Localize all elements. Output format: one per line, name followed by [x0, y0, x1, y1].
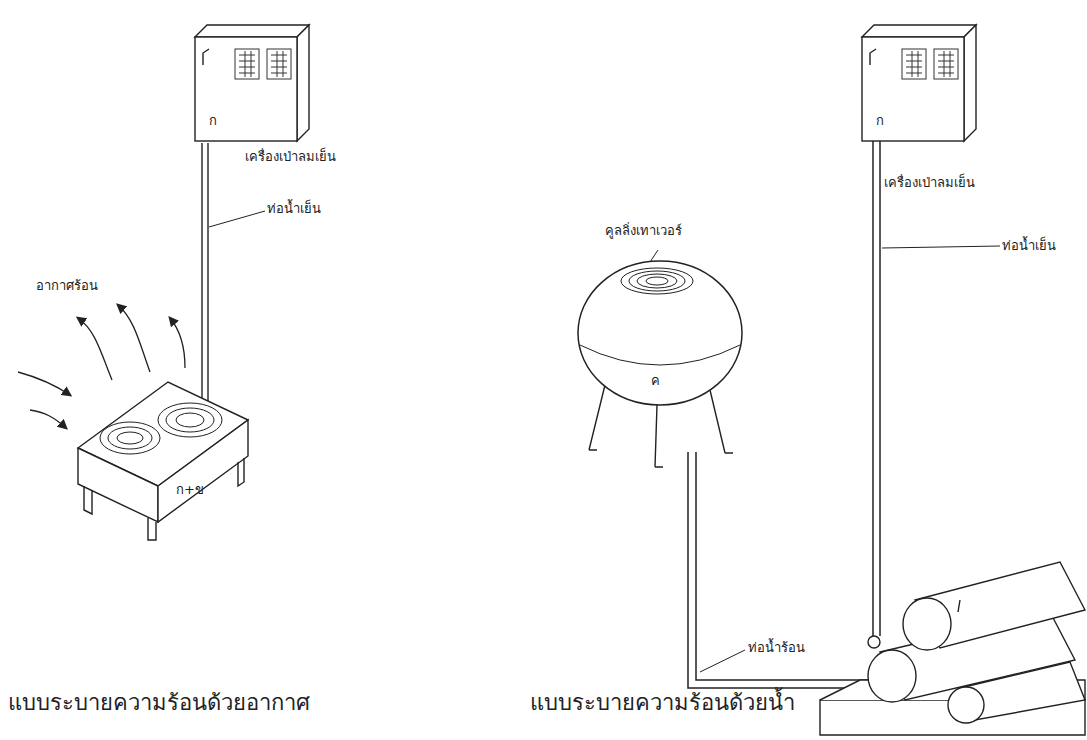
caption-text: แบบระบายความร้อนด้วยน้ำ: [530, 690, 795, 716]
pipe-label: ท่อน้ำร้อน: [748, 640, 805, 656]
annotation: อากาศร้อน: [36, 278, 98, 294]
pipe-label: ท่อน้ำเย็น: [267, 201, 321, 217]
air-cooled-chiller-outline: [78, 382, 250, 542]
hot-water-pipe: [688, 452, 880, 688]
part-letter: ก+ข: [176, 482, 204, 498]
pipe-connector: [202, 143, 208, 402]
chiller-unit: [820, 562, 1085, 735]
leader-line: [209, 211, 265, 227]
part-name: เครื่องเป่าลมเย็น: [884, 175, 975, 191]
pipe-label: ท่อน้ำเย็น: [1002, 238, 1056, 254]
part-letter: ก: [209, 113, 217, 129]
cooling-tower-outline: [575, 255, 745, 470]
caption-text: แบบระบายความร้อนด้วยอากาศ: [8, 690, 310, 716]
air-handler-box: กเครื่องเป่าลมเย็น: [195, 25, 310, 143]
cooling-tower: คคูลลิ่งเทาเวอร์: [575, 255, 745, 470]
air-handler-box: กเครื่องเป่าลมเย็น: [862, 25, 977, 143]
part-letter: ก: [876, 113, 884, 129]
part-name: เครื่องเป่าลมเย็น: [245, 149, 336, 165]
part-name: คูลลิ่งเทาเวอร์: [605, 223, 682, 239]
chilled-water-pipe: [873, 95, 880, 640]
air-cooled-chiller: ก+ข: [78, 382, 250, 542]
part-letter: ค: [651, 373, 660, 389]
